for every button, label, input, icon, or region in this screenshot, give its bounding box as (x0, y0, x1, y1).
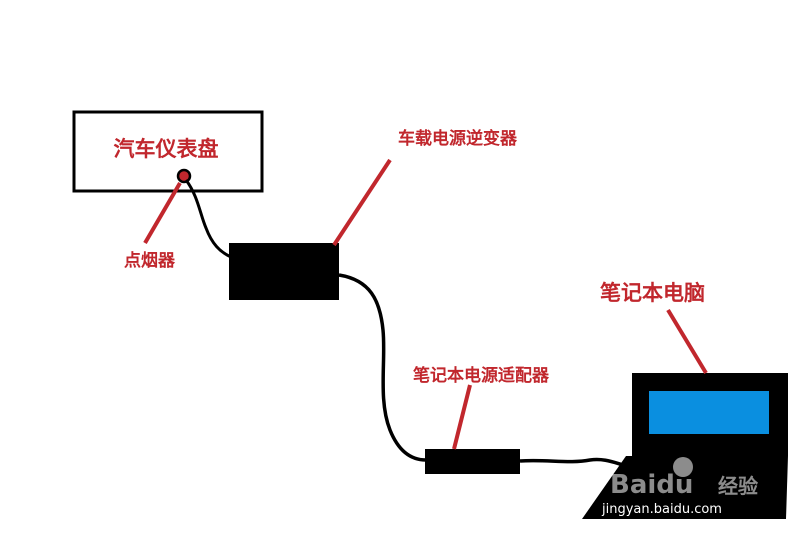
laptop-display (649, 391, 769, 434)
watermark-url: jingyan.baidu.com (601, 502, 722, 517)
pointer-inverter (334, 160, 390, 245)
lighter-socket (178, 170, 190, 182)
watermark-brand: Baidu (610, 470, 693, 500)
pointer-adapter (454, 385, 470, 449)
lighter-label: 点烟器 (124, 250, 176, 271)
adapter-label: 笔记本电源适配器 (413, 365, 550, 386)
laptop-label: 笔记本电脑 (600, 281, 705, 305)
inverter-label: 车载电源逆变器 (398, 128, 518, 149)
watermark-suffix: 经验 (718, 474, 758, 498)
pointer-laptop (668, 310, 706, 373)
dashboard-label: 汽车仪表盘 (114, 137, 219, 161)
inverter-box (229, 243, 339, 300)
adapter-box (425, 449, 520, 474)
cable-adapter-to-laptop (520, 460, 627, 466)
